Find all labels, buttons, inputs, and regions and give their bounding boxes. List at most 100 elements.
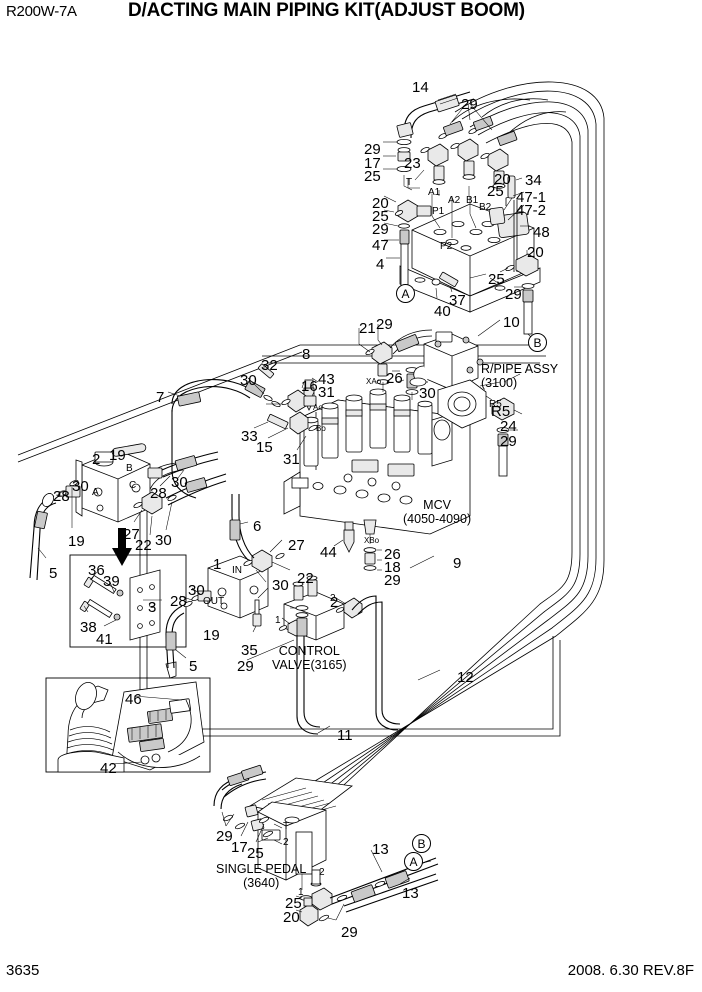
part-callout-25: 25 — [372, 208, 389, 225]
part-callout-14: 14 — [412, 79, 429, 96]
part-callout-27: 27 — [288, 537, 305, 554]
part-callout-24: 24 — [500, 418, 517, 435]
port-label-p1: P1 — [432, 206, 445, 217]
part-callout-5: 5 — [189, 658, 198, 675]
part-callout-30: 30 — [72, 478, 89, 495]
part-callout-4: 4 — [376, 256, 385, 273]
part-callout-9: 9 — [453, 555, 462, 572]
port-label-out: OUT — [203, 596, 225, 607]
port-label-c-left: C — [129, 480, 137, 491]
assembly-name: R/PIPE ASSY — [481, 362, 559, 376]
part-callout-28: 28 — [53, 488, 70, 505]
part-callout-25: 25 — [488, 271, 505, 288]
part-callout-29: 29 — [216, 828, 233, 845]
port-label-xao: XAo — [366, 377, 382, 386]
mcv-assembly — [283, 324, 471, 571]
part-callout-44: 44 — [320, 544, 337, 561]
part-callout-19: 19 — [203, 627, 220, 644]
part-callout-20: 20 — [283, 909, 300, 926]
part-callout-2: 2 — [92, 451, 101, 468]
part-callout-23: 23 — [404, 155, 421, 172]
part-callout-8: 8 — [302, 346, 311, 363]
part-callout-29: 29 — [461, 96, 478, 113]
assembly-code: (4050-4090) — [403, 512, 472, 526]
assembly-label-control-valve: CONTROL VALVE(3165) — [272, 644, 347, 672]
single-pedal-assembly — [213, 764, 439, 927]
part-callout-31: 31 — [318, 384, 335, 401]
part-callout-17: 17 — [364, 155, 381, 172]
part-callout-25: 25 — [285, 895, 302, 912]
part-callout-30: 30 — [155, 532, 172, 549]
port-label-b2: B2 — [479, 202, 492, 213]
assembly-label-single-pedal: SINGLE PEDAL (3640) — [216, 862, 306, 890]
part-callout-3: 3 — [148, 599, 157, 616]
port-label-p2: P2 — [440, 241, 453, 252]
part-callout-47: 47 — [372, 237, 389, 254]
part-callout-18: 18 — [384, 559, 401, 576]
in-out-block — [165, 494, 291, 669]
top-fitting-cluster — [414, 98, 567, 196]
part-callout-36: 36 — [88, 562, 105, 579]
part-callout-47-1: 47-1 — [516, 189, 547, 206]
part-callout-30: 30 — [272, 577, 289, 594]
part-callout-32: 32 — [261, 357, 278, 374]
hose-14-assembly — [383, 91, 475, 191]
model-number: R200W-7A — [6, 3, 77, 20]
part-callout-5: 5 — [49, 565, 58, 582]
part-callout-29: 29 — [364, 141, 381, 158]
part-callout-31: 31 — [283, 451, 300, 468]
hose-bundle-outer — [299, 81, 605, 819]
part-callout-29: 29 — [505, 286, 522, 303]
part-callout-29: 29 — [372, 221, 389, 238]
part-callout-25: 25 — [364, 168, 381, 185]
port-label-b1: B1 — [466, 195, 479, 206]
part-callout-39: 39 — [103, 573, 120, 590]
port-label-b-left: B — [126, 463, 133, 474]
part-callout-46: 46 — [125, 691, 142, 708]
part-callout-29: 29 — [341, 924, 358, 941]
part-callout-7: 7 — [156, 389, 165, 406]
part-callout-30: 30 — [171, 474, 188, 491]
part-callout-11: 11 — [337, 727, 353, 744]
part-callout-R5: R5 — [491, 403, 511, 420]
part-callout-26: 26 — [386, 370, 403, 387]
page-number: 3635 — [6, 962, 40, 979]
part-callout-10: 10 — [503, 314, 520, 331]
port-label-xbo: XBo — [364, 536, 380, 545]
part-callout-43: 43 — [318, 371, 335, 388]
bracket-detail-box — [69, 554, 187, 648]
left-valve-block — [29, 443, 227, 581]
port-label-r5: R5 — [489, 399, 502, 410]
part-callout-2: 2 — [330, 594, 339, 611]
part-callout-21: 21 — [359, 320, 376, 337]
part-callout-29: 29 — [384, 572, 401, 589]
port-label-a2: A2 — [448, 195, 461, 206]
part-callout-19: 19 — [109, 447, 126, 464]
assembly-name: CONTROL — [278, 644, 340, 658]
part-callout-35: 35 — [241, 642, 258, 659]
part-callout-47-2: 47-2 — [516, 202, 547, 219]
port-label-ao: Ao — [313, 403, 323, 412]
port-label-in: IN — [232, 565, 242, 576]
port-label-t: T — [406, 177, 413, 188]
part-callout-22: 22 — [135, 537, 152, 554]
part-callout-17: 17 — [231, 839, 248, 856]
revision-date: 2008. 6.30 REV.8F — [567, 962, 694, 979]
port-label-a1: A1 — [428, 187, 441, 198]
port-label-a-left: A — [92, 487, 99, 498]
part-callout-20: 20 — [527, 244, 544, 261]
assembly-label-mcv: MCV (4050-4090) — [403, 498, 471, 526]
part-callout-28: 28 — [170, 593, 187, 610]
control-valve-assembly — [246, 555, 441, 735]
assembly-code: (3640) — [243, 876, 280, 890]
part-callout-40: 40 — [434, 303, 451, 320]
assembly-code: (3100) — [481, 376, 518, 390]
part-callout-37: 37 — [449, 292, 466, 309]
port-label-pedal-2: 2 — [319, 867, 325, 878]
part-callout-30: 30 — [188, 582, 205, 599]
reference-mark-a-pedal: A — [404, 852, 423, 871]
part-callout-1: 1 — [213, 556, 222, 573]
part-callout-48: 48 — [533, 224, 550, 241]
part-callout-13: 13 — [372, 841, 389, 858]
